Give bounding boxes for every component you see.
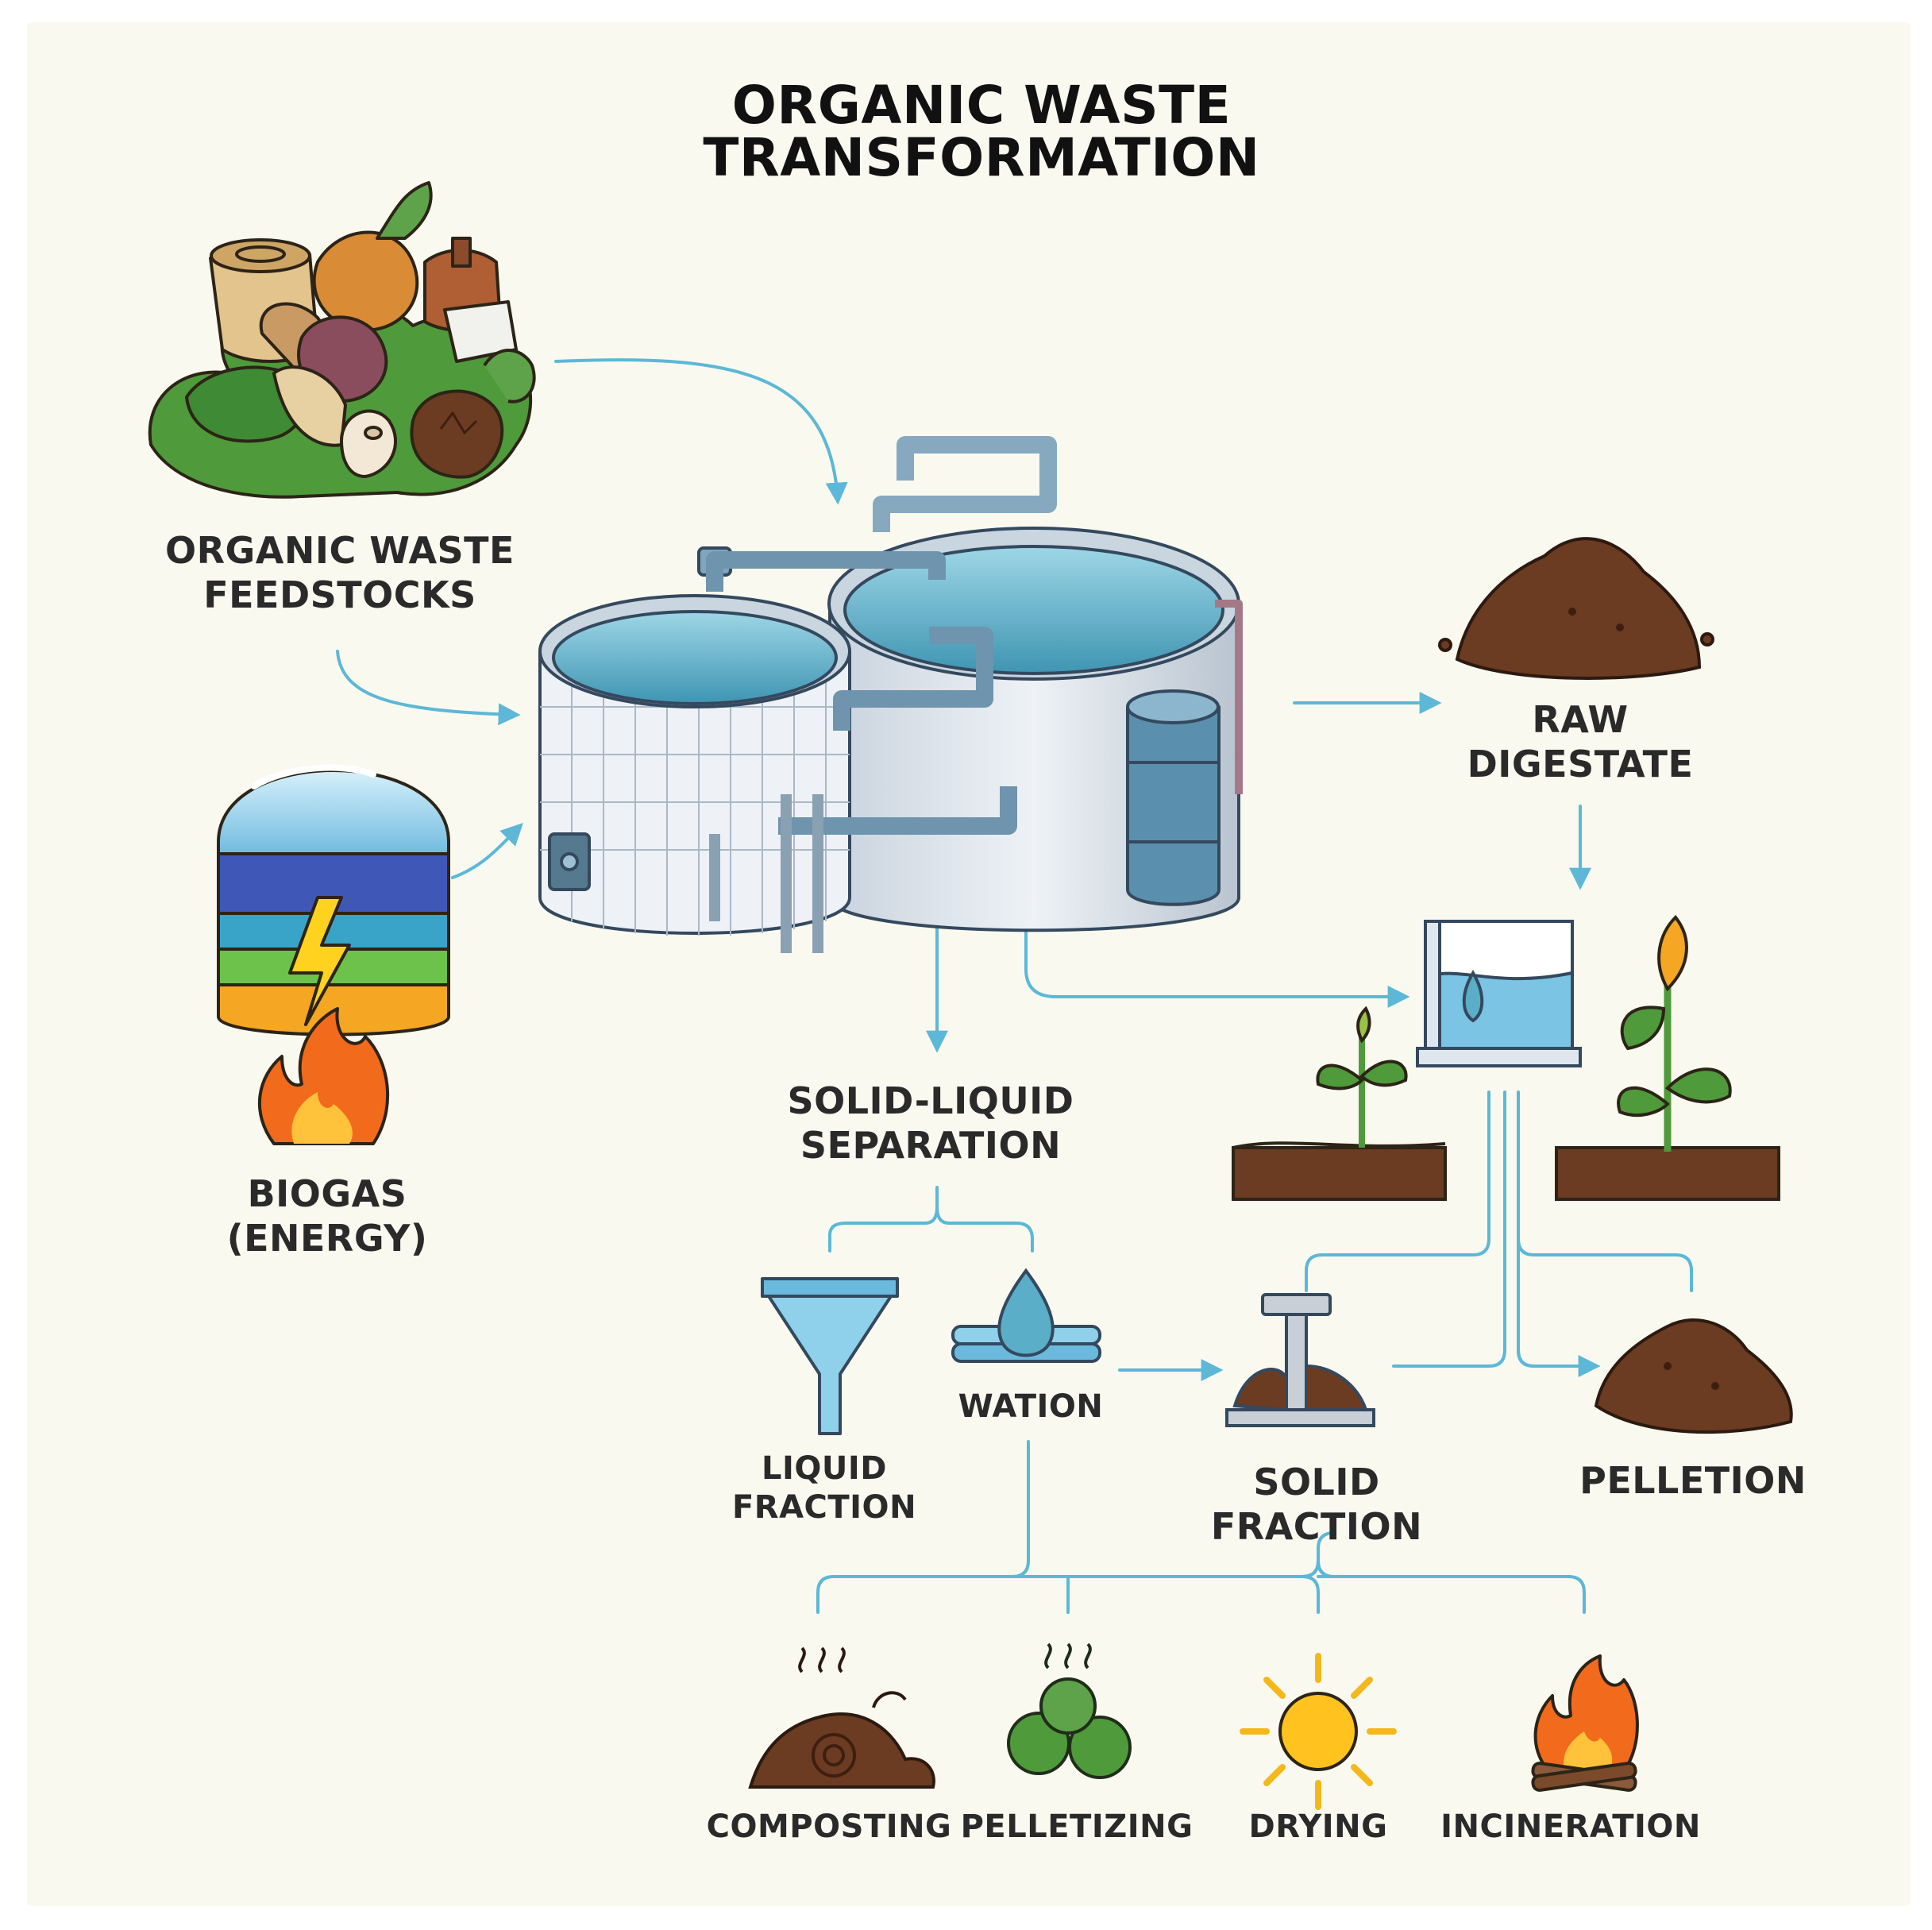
- label-biogas: BIOGAS (ENERGY): [226, 1172, 428, 1260]
- label-liquid-fraction: LIQUID FRACTION: [731, 1450, 917, 1526]
- press-icon: [1225, 1293, 1375, 1427]
- lightning-icon: [288, 896, 351, 1026]
- soil-pile-icon: [1438, 537, 1714, 680]
- sun-icon: [1240, 1653, 1397, 1810]
- campfire-icon: [1531, 1654, 1639, 1792]
- anaerobic-digester-icon: [538, 436, 1243, 953]
- water-drop-icon: [951, 1268, 1101, 1363]
- arrow-feedstock-to-digester: [554, 358, 848, 505]
- flow-arrows: [336, 358, 1693, 1614]
- arrow-digester-to-tank: [1024, 924, 1410, 1008]
- compost-icon: [748, 1646, 935, 1789]
- seedling-icon: [1232, 1006, 1447, 1201]
- bottom-brace: [816, 1440, 1586, 1614]
- label-pelletion: PELLETION: [1579, 1459, 1807, 1502]
- seedling-icon: [1555, 915, 1780, 1201]
- label-raw-digestate: RAW DIGESTATE: [1467, 698, 1694, 786]
- flame-icon: [257, 1007, 390, 1145]
- label-solid-fraction: SOLID FRACTION: [1210, 1461, 1423, 1549]
- label-separation: SOLID-LIQUID SEPARATION: [787, 1079, 1074, 1168]
- label-composting: COMPOSTING: [706, 1808, 952, 1845]
- soil-pile-icon: [1594, 1318, 1793, 1434]
- vegetable-pile-icon: [148, 181, 536, 499]
- pellets-icon: [1007, 1642, 1132, 1779]
- label-drying: DRYING: [1248, 1808, 1388, 1845]
- arrow-label-to-digester: [336, 650, 521, 726]
- label-incineration: INCINERATION: [1440, 1808, 1701, 1845]
- water-tank-icon: [1416, 920, 1582, 1067]
- brace-separation: [828, 1186, 1034, 1253]
- label-pelletizing: PELLETIZING: [960, 1808, 1194, 1845]
- tank-branches: [1305, 1090, 1693, 1368]
- diagram-title: ORGANIC WASTE TRANSFORMATION: [703, 75, 1260, 188]
- arrow-biogas-to-digester: [451, 823, 523, 879]
- label-wation: WATION: [958, 1388, 1104, 1425]
- label-feedstocks: ORGANIC WASTE FEEDSTOCKS: [165, 529, 515, 617]
- funnel-icon: [761, 1277, 899, 1435]
- solid-fraction-brace: [1126, 1559, 1570, 1578]
